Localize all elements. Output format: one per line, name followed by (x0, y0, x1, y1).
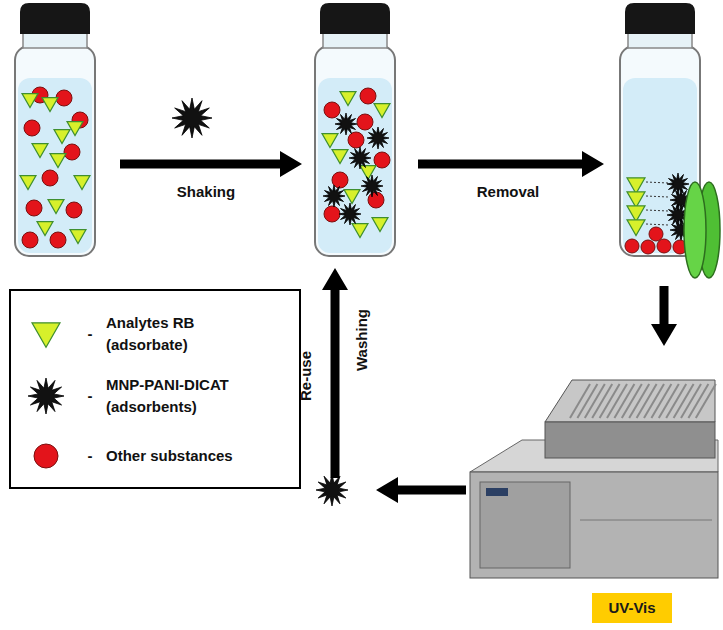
adsorbent-star (323, 185, 345, 207)
substance-circle (64, 144, 80, 160)
label-box: UV-Vis (592, 593, 671, 623)
legend-text: Analytes RB (adsorbate) (106, 314, 194, 353)
vial-neck (628, 32, 692, 48)
analyte-triangle (37, 222, 53, 236)
analyte-triangle (48, 200, 64, 214)
analyte-triangle (20, 176, 36, 190)
arrow-label: Removal (477, 183, 540, 201)
binding-line (646, 182, 668, 183)
analyte-triangle (352, 224, 368, 238)
arrow-label: Washing (353, 309, 371, 371)
binding-line (646, 210, 668, 211)
analyte-triangle (340, 92, 356, 106)
arrow-label: Removal (477, 183, 540, 200)
adsorbent-star (28, 378, 64, 414)
vial (315, 3, 395, 256)
arrow-label: Washing (353, 309, 370, 371)
vial-liquid (318, 78, 392, 253)
substance-circle (625, 239, 639, 253)
binding-line (646, 196, 668, 197)
substance-circle (42, 170, 58, 186)
adsorbent-star (335, 113, 357, 135)
substance-circle (24, 120, 40, 136)
legend-dash: - (88, 387, 93, 405)
substance-circle (26, 200, 42, 216)
process-arrow (418, 151, 604, 177)
analyte-triangle (332, 150, 348, 164)
vial-glass (15, 46, 95, 256)
vial-neck (23, 32, 87, 48)
legend-dash: - (88, 447, 93, 464)
analyte-triangle (372, 218, 388, 232)
process-arrow (376, 477, 466, 503)
analyte-triangle (54, 130, 70, 144)
spectrophotometer (470, 380, 718, 578)
legend-entry: Other substances (106, 445, 286, 467)
adsorbent-star (339, 203, 361, 225)
vial-neck (323, 32, 387, 48)
adsorbent-star (316, 474, 348, 506)
arrow-label: Shaking (177, 183, 235, 200)
legend-entry: Analytes RB (adsorbate) (106, 312, 218, 356)
process-arrow (651, 286, 677, 346)
substance-circle (34, 444, 58, 468)
legend-entry: MNP-PANI-DICAT (adsorbents) (106, 374, 256, 418)
vial-cap (625, 3, 695, 34)
analyte-triangle (32, 144, 48, 158)
analyte-triangle (344, 190, 360, 204)
arrow-label: Re-use (297, 351, 315, 401)
node-label: UV-Vis (608, 599, 655, 616)
legend-text: Other substances (106, 447, 233, 464)
arrow-label: Re-use (297, 351, 314, 401)
analyte-triangle (322, 134, 338, 148)
substance-circle (66, 202, 82, 218)
vial-cap (320, 3, 390, 34)
substance-circle (324, 102, 340, 118)
substance-circle (50, 232, 66, 248)
analyte-triangle (374, 104, 390, 118)
analyte-triangle (360, 166, 376, 180)
substance-circle (360, 88, 376, 104)
substance-circle (348, 132, 364, 148)
legend-dash: - (88, 325, 93, 342)
vial-liquid (18, 78, 92, 253)
process-arrow (322, 268, 348, 478)
analyte-triangle (74, 176, 90, 190)
legend-dash: - (88, 387, 93, 404)
analyte-triangle (42, 98, 58, 112)
adsorbent-star (367, 127, 389, 149)
adsorbent-star (172, 98, 212, 138)
substance-circle (657, 239, 671, 253)
substance-circle (649, 227, 663, 241)
legend-dash: - (88, 325, 93, 343)
analyte-triangle (627, 192, 645, 208)
substance-circle (22, 232, 38, 248)
vial-cap (20, 3, 90, 34)
vial-glass (315, 46, 395, 256)
process-arrow (120, 151, 302, 177)
substance-circle (641, 240, 655, 254)
arrow-label: Shaking (177, 183, 235, 201)
substance-circle (324, 206, 340, 222)
analyte-triangle (70, 230, 86, 244)
adsorbent-star (361, 175, 383, 197)
vial (15, 3, 95, 256)
analyte-triangle (50, 154, 66, 168)
analyte-triangle (627, 178, 645, 194)
binding-line (646, 224, 668, 225)
legend-box (10, 290, 300, 488)
analyte-triangle (627, 206, 645, 222)
analyte-triangle (627, 220, 645, 236)
analyte-triangle (22, 94, 38, 108)
legend-dash: - (88, 447, 93, 465)
magnet (684, 182, 706, 278)
analyte-triangle (67, 122, 83, 136)
legend-text: MNP-PANI-DICAT (adsorbents) (106, 376, 229, 415)
adsorbent-star (349, 147, 371, 169)
substance-circle (357, 114, 373, 130)
analyte-triangle (32, 323, 60, 348)
